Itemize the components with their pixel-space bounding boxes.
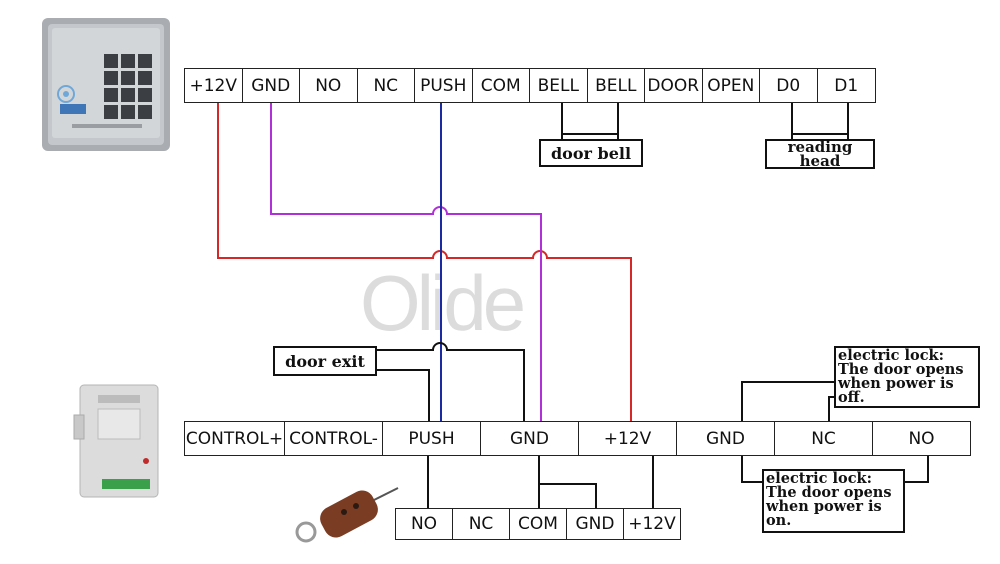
keypad-device-icon: [42, 18, 170, 151]
top-terminal-5: PUSH: [415, 69, 473, 102]
top-terminal-8: BELL: [588, 69, 645, 102]
door-exit-label: door exit: [273, 346, 377, 376]
remote-wire: [427, 454, 654, 510]
bottom-terminal-4: GND: [481, 422, 579, 455]
reading-head-wire: [791, 101, 849, 139]
door-bell-label: door bell: [539, 139, 643, 167]
top-terminal-6: COM: [473, 69, 530, 102]
top-terminal-12: D1: [834, 75, 859, 96]
electric-lock-on-label: electric lock: The door opens when power…: [762, 469, 905, 533]
door-bell-wire: [561, 101, 619, 139]
bottom-terminal-3: PUSH: [383, 422, 481, 455]
top-terminal-9: DOOR: [645, 69, 703, 102]
remote-terminal-5: +12V: [628, 514, 676, 534]
top-terminal-4: NC: [358, 69, 415, 102]
lock-off-wire: [741, 381, 834, 421]
watermark: Olide: [360, 259, 526, 347]
bottom-terminal-1: CONTROL+: [185, 422, 285, 455]
reading-head-label: reading head: [765, 139, 875, 169]
red-12v-wire: [217, 101, 632, 421]
top-terminal-2: GND: [243, 69, 300, 102]
remote-terminal-3: COM: [510, 509, 567, 539]
remote-terminal-1: NO: [396, 509, 453, 539]
bottom-terminal-5: +12V: [579, 422, 677, 455]
door-exit-wire-2: [377, 369, 430, 421]
top-terminal-11: D0: [760, 69, 818, 102]
door-exit-wire: [377, 342, 525, 421]
remote-fob-device: [286, 484, 402, 548]
bottom-terminal-6: GND: [677, 422, 775, 455]
top-terminal-7: BELL: [530, 69, 588, 102]
top-terminal-1: +12V: [185, 69, 243, 102]
top-terminal-10: OPEN: [703, 69, 760, 102]
remote-fob-icon: [295, 487, 399, 543]
bottom-terminal-2: CONTROL-: [285, 422, 383, 455]
bottom-terminal-8: NO: [908, 428, 935, 449]
bottom-terminal-7: NC: [775, 422, 873, 455]
top-terminal-3: NO: [300, 69, 358, 102]
power-supply-icon: [73, 384, 159, 498]
remote-terminal-4: GND: [567, 509, 624, 539]
power-supply-device: [72, 375, 164, 503]
remote-terminal-2: NC: [453, 509, 510, 539]
keypad-device: [42, 18, 170, 151]
electric-lock-off-label: electric lock: The door opens when power…: [834, 346, 980, 408]
lock-on-wire: [741, 454, 929, 483]
